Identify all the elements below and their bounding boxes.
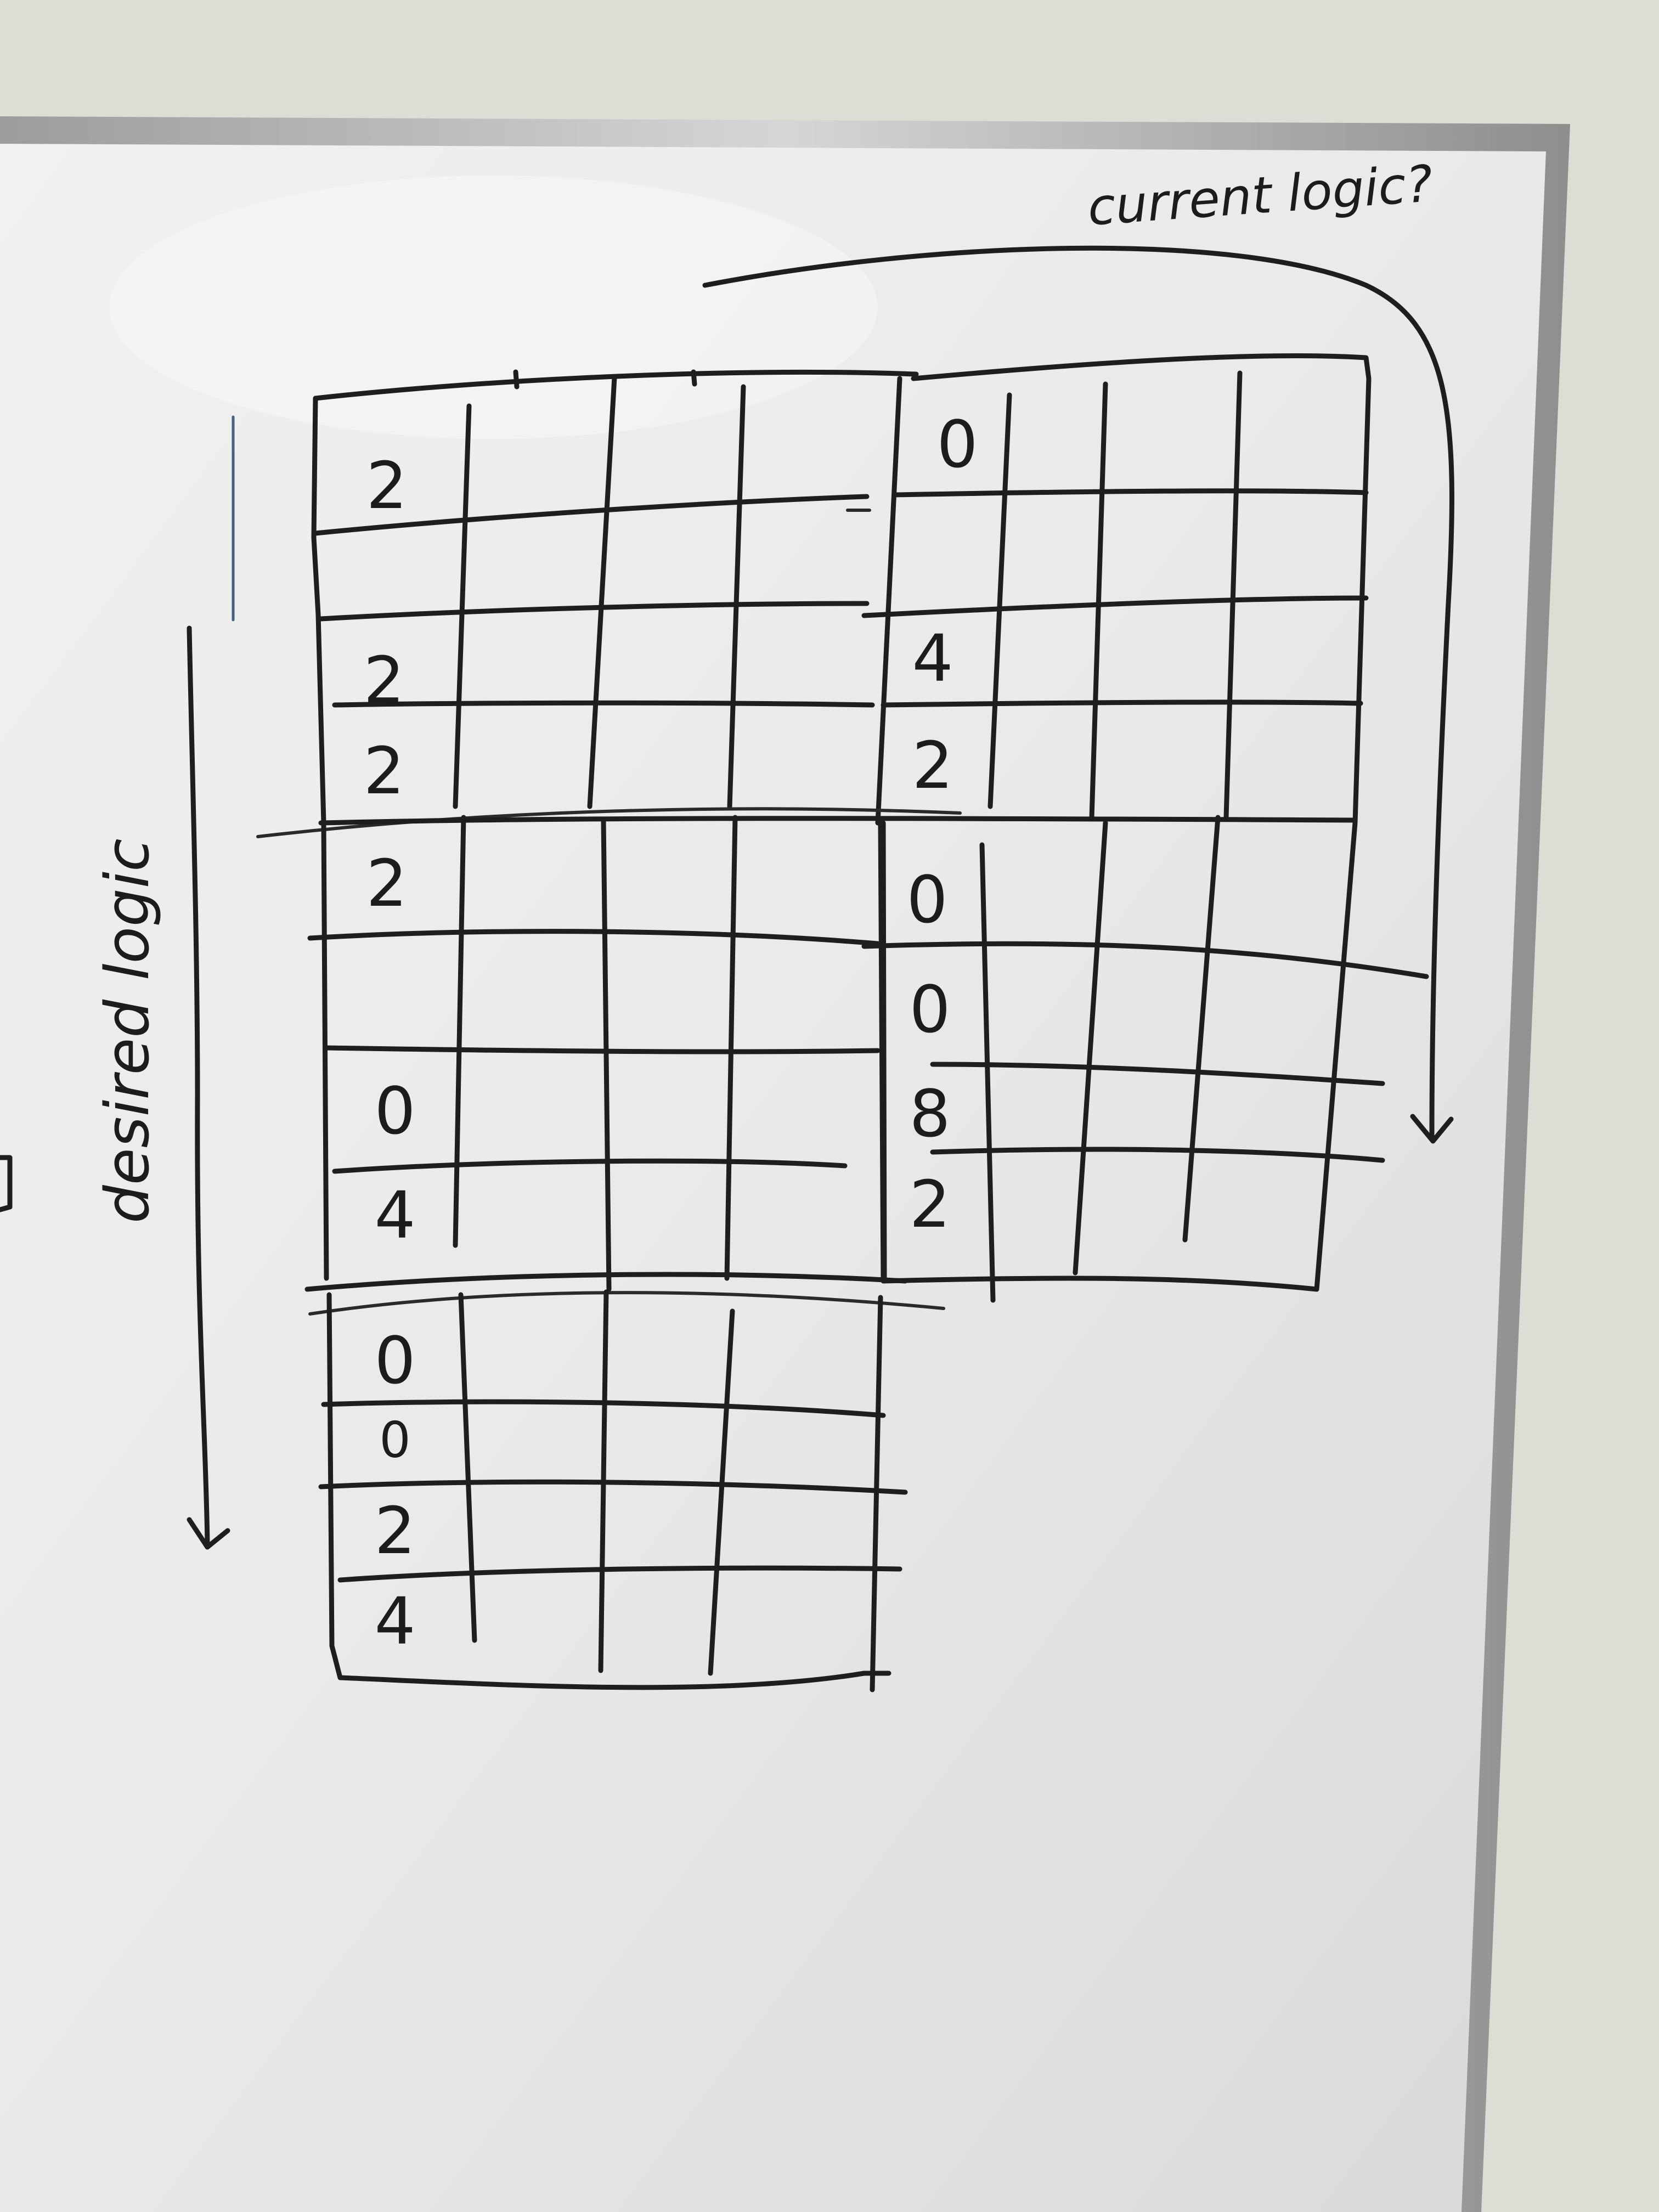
current-logic-arrow: [702, 245, 1454, 1144]
separator-double-1: [304, 1272, 908, 1292]
cutoff-mark: [0, 1155, 13, 1212]
cell-bl-2: 0: [379, 1412, 410, 1469]
cell-mr-4: 2: [909, 1166, 950, 1242]
cell-mr-3: 8: [909, 1076, 950, 1152]
cell-ml-1: 2: [366, 845, 407, 921]
separator-double-2: [308, 1291, 945, 1316]
cell-ml-3: 0: [374, 1073, 415, 1149]
cell-ml-4: 4: [374, 1177, 415, 1253]
desired-logic-label: desired logic: [92, 838, 162, 1223]
grid-top-left: [311, 369, 919, 826]
cell-bl-1: 0: [374, 1323, 415, 1398]
board-surface: [0, 144, 1546, 2212]
cell-tl-1: 2: [366, 448, 407, 523]
grid-top-right: [861, 353, 1372, 826]
separator-line: [256, 807, 962, 838]
cell-bl-4: 4: [374, 1583, 415, 1659]
cell-tl-4: 2: [363, 733, 404, 809]
cell-mr-2: 0: [909, 972, 950, 1047]
glare: [110, 176, 878, 439]
grid-middle-right: [861, 815, 1429, 1303]
cell-tr-3: 4: [912, 620, 953, 696]
cell-tr-1: 0: [936, 407, 978, 482]
desired-logic-arrow: [187, 625, 230, 1550]
separator-line-2: [318, 816, 1358, 826]
grid-bottom-left: [318, 1289, 908, 1692]
cell-bl-3: 2: [374, 1493, 415, 1568]
cell-tr-4: 2: [912, 727, 953, 803]
cell-tl-3: 2: [363, 642, 404, 718]
cell-mr-1: 0: [906, 862, 947, 938]
